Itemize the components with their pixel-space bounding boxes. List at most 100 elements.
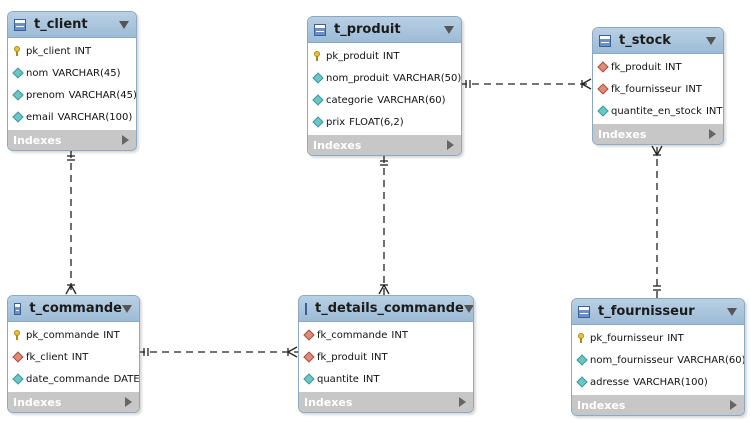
- column-name: adresse: [590, 376, 630, 388]
- indexes-label: Indexes: [304, 395, 353, 409]
- indexes-section[interactable]: Indexes: [593, 124, 723, 144]
- column-type: INT: [665, 61, 682, 73]
- indexes-section[interactable]: Indexes: [299, 392, 473, 412]
- column-icon: [598, 106, 607, 116]
- column-name: categorie: [326, 94, 374, 106]
- column-icon: [13, 112, 22, 122]
- column-name: pk_commande: [26, 329, 100, 341]
- table-name: t_commande: [29, 301, 122, 316]
- expand-arrow-icon[interactable]: [459, 397, 466, 407]
- table-icon: [14, 302, 22, 315]
- column-icon: [577, 355, 586, 365]
- primary-key-icon: [13, 330, 22, 340]
- table-header[interactable]: t_client: [8, 12, 136, 38]
- foreign-key-icon: [304, 352, 313, 362]
- column-type: INT: [705, 105, 723, 117]
- indexes-section[interactable]: Indexes: [8, 392, 139, 412]
- table-name: t_client: [34, 17, 88, 32]
- column-name: pk_fournisseur: [590, 332, 664, 344]
- collapse-arrow-icon[interactable]: [706, 36, 716, 45]
- primary-key-icon: [313, 51, 322, 61]
- table-header[interactable]: t_commande: [8, 296, 139, 322]
- column-name: quantite: [317, 373, 359, 385]
- collapse-arrow-icon[interactable]: [119, 20, 129, 29]
- primary-key-icon: [577, 333, 586, 343]
- indexes-section[interactable]: Indexes: [308, 135, 461, 155]
- column-name: email: [26, 111, 54, 123]
- table-header[interactable]: t_stock: [593, 28, 723, 54]
- expand-arrow-icon[interactable]: [447, 140, 454, 150]
- indexes-label: Indexes: [313, 138, 362, 152]
- column-type: VARCHAR(45): [52, 67, 121, 79]
- column-icon: [313, 117, 322, 127]
- table-icon: [599, 34, 611, 47]
- primary-key-icon: [13, 46, 22, 56]
- expand-arrow-icon[interactable]: [730, 400, 737, 410]
- column-icon: [13, 374, 22, 384]
- column-type: DATE: [113, 373, 140, 385]
- foreign-key-icon: [304, 330, 313, 340]
- indexes-label: Indexes: [13, 395, 62, 409]
- table-header[interactable]: t_fournisseur: [572, 299, 744, 325]
- table-icon: [314, 23, 326, 36]
- collapse-arrow-icon[interactable]: [122, 304, 132, 313]
- indexes-label: Indexes: [13, 133, 62, 147]
- collapse-arrow-icon[interactable]: [463, 304, 473, 313]
- column-type: INT: [103, 329, 120, 341]
- column-icon: [13, 90, 22, 100]
- table-header[interactable]: t_details_commande: [299, 296, 473, 322]
- indexes-section[interactable]: Indexes: [572, 395, 744, 415]
- expand-arrow-icon[interactable]: [709, 129, 716, 139]
- column-type: INT: [382, 50, 400, 62]
- collapse-arrow-icon[interactable]: [444, 25, 454, 34]
- column-type: VARCHAR(45): [68, 89, 137, 101]
- column-type: VARCHAR(100): [57, 111, 133, 123]
- foreign-key-icon: [598, 84, 607, 94]
- collapse-arrow-icon[interactable]: [727, 307, 737, 316]
- column-name: date_commande: [26, 373, 110, 385]
- expand-arrow-icon[interactable]: [125, 397, 132, 407]
- column-icon: [577, 377, 586, 387]
- column-name: nom: [26, 67, 49, 79]
- column-name: prix: [326, 116, 346, 128]
- column-name: quantite_en_stock: [611, 105, 702, 117]
- table-name: t_fournisseur: [598, 304, 695, 319]
- table-header[interactable]: t_produit: [308, 17, 461, 43]
- column-type: FLOAT(6,2): [349, 116, 404, 128]
- column-type: INT: [74, 45, 92, 57]
- indexes-section[interactable]: Indexes: [8, 130, 136, 150]
- expand-arrow-icon[interactable]: [122, 135, 129, 145]
